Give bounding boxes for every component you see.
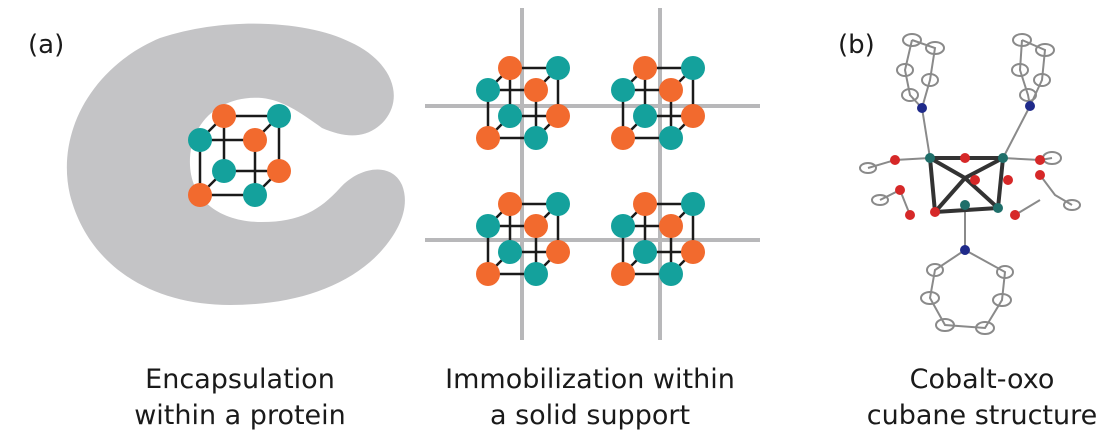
oxygen-atom	[267, 159, 291, 183]
cube-in-support-top-right	[611, 56, 705, 150]
oxygen-atom	[476, 262, 500, 286]
caption-structure: Cobalt-oxo cubane structure	[862, 362, 1102, 434]
cobalt-atom	[611, 214, 635, 238]
cobalt-atom	[659, 126, 683, 150]
cobalt-atom	[498, 240, 522, 264]
oxygen-atom	[633, 56, 657, 80]
oxygen-atom	[659, 214, 683, 238]
oxygen-atom	[524, 78, 548, 102]
oxygen-atom	[633, 192, 657, 216]
oxygen-atom	[681, 240, 705, 264]
cobalt-atom	[524, 126, 548, 150]
caption-protein-line-1: Encapsulation	[145, 364, 335, 395]
cube-in-support-bottom-left	[476, 192, 570, 286]
cobalt-atom	[546, 192, 570, 216]
oxygen-atom	[546, 104, 570, 128]
oxygen-atom	[476, 126, 500, 150]
oxygen-atom	[611, 262, 635, 286]
cobalt-atom	[212, 159, 236, 183]
caption-protein: Encapsulation within a protein	[105, 362, 375, 434]
cobalt-atom	[267, 104, 291, 128]
cube-in-support-top-left	[476, 56, 570, 150]
oxygen-atom	[611, 126, 635, 150]
cobalt-atom	[681, 56, 705, 80]
cobalt-atom	[524, 262, 548, 286]
cube-in-protein	[188, 104, 291, 207]
cobalt-atom	[243, 183, 267, 207]
oxygen-atom	[188, 183, 212, 207]
cobalt-atom	[633, 240, 657, 264]
oxygen-atom	[212, 104, 236, 128]
oxygen-atom	[524, 214, 548, 238]
cobalt-oxo-cubane-ortep	[859, 33, 1081, 335]
cobalt-atom	[498, 104, 522, 128]
oxygen-atom	[659, 78, 683, 102]
oxygen-atom	[498, 56, 522, 80]
cobalt-atom	[681, 192, 705, 216]
oxygen-atom	[243, 128, 267, 152]
oxygen-atom	[498, 192, 522, 216]
caption-protein-line-2: within a protein	[134, 400, 346, 431]
cobalt-atom	[633, 104, 657, 128]
cobalt-atom	[546, 56, 570, 80]
caption-support: Immobilization within a solid support	[430, 362, 750, 434]
oxygen-atom	[681, 104, 705, 128]
panel-label-b: (b)	[838, 30, 875, 60]
ortep-atoms	[890, 101, 1045, 255]
cobalt-atom	[611, 78, 635, 102]
caption-support-line-2: a solid support	[489, 400, 691, 431]
caption-structure-line-1: Cobalt-oxo	[909, 364, 1055, 395]
solid-support-grid	[425, 8, 760, 340]
cobalt-atom	[659, 262, 683, 286]
cobalt-atom	[188, 128, 212, 152]
cobalt-atom	[476, 78, 500, 102]
cube-in-support-bottom-right	[611, 192, 705, 286]
cobalt-atom	[476, 214, 500, 238]
panel-label-a: (a)	[28, 30, 65, 60]
oxygen-atom	[546, 240, 570, 264]
caption-support-line-1: Immobilization within	[445, 364, 735, 395]
protein-shape	[66, 23, 405, 305]
caption-structure-line-2: cubane structure	[866, 400, 1098, 431]
